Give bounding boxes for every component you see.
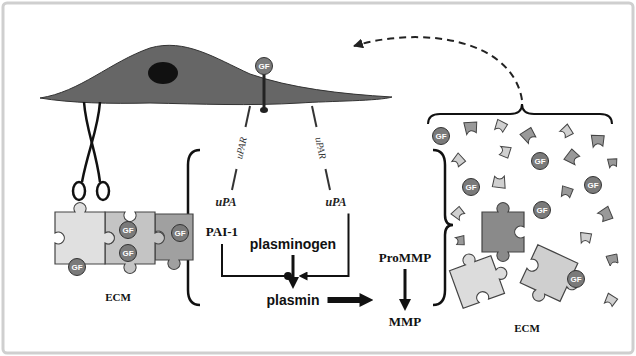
upar-stalk xyxy=(326,169,331,190)
enzyme-label: uPA xyxy=(213,194,239,211)
node-text: GF xyxy=(258,62,269,71)
ecm-fragment xyxy=(450,206,466,222)
node-text: GF xyxy=(570,275,581,284)
node-text: plasminogen xyxy=(250,236,336,252)
growth-factor: GF xyxy=(171,224,189,242)
inhibitor-label: PAI-1 xyxy=(204,223,241,241)
ecm-fragment xyxy=(577,230,592,245)
node-text: PAI-1 xyxy=(206,224,238,240)
ecm-fragment xyxy=(462,120,478,136)
node-text: MMP xyxy=(389,314,421,330)
zymogen-label: ProMMP xyxy=(377,249,434,267)
ecm-fragment xyxy=(606,157,618,169)
ecm-fragment xyxy=(602,292,619,309)
receptor xyxy=(263,74,266,111)
upar-stalk xyxy=(232,169,237,190)
growth-factor: GF xyxy=(432,127,450,145)
ecm-puzzle-piece xyxy=(446,244,513,309)
ecm-fragment xyxy=(492,118,509,135)
nucleus xyxy=(148,62,178,84)
growth-factor: GF xyxy=(255,57,273,75)
node-text: GF xyxy=(587,181,598,190)
upar-stalk xyxy=(312,106,317,127)
node-text: plasmin xyxy=(267,292,320,308)
frame xyxy=(3,3,633,353)
node-text: GF xyxy=(465,183,476,192)
growth-factor: GF xyxy=(584,176,602,194)
node-text: uPA xyxy=(325,195,346,210)
ecm-fragment xyxy=(562,148,582,168)
ecm-fragment xyxy=(454,234,466,246)
ecm-puzzle-piece xyxy=(55,203,114,264)
zymogen-label: plasminogen xyxy=(248,235,339,253)
growth-factor: GF xyxy=(567,270,585,288)
ecm-fragment xyxy=(588,132,605,149)
reaction-arrow xyxy=(404,269,407,305)
growth-factor: GF xyxy=(119,221,137,239)
region-label: ECM xyxy=(514,322,540,334)
inhibition-dot xyxy=(284,272,292,280)
node-text: GF xyxy=(534,157,545,166)
growth-factor: GF xyxy=(531,152,549,170)
scissors xyxy=(73,102,109,200)
ecm-puzzle-piece xyxy=(105,212,164,273)
node-text: uPA xyxy=(215,195,236,210)
ecm-fragment xyxy=(558,123,573,138)
ecm-puzzle-piece xyxy=(516,245,586,314)
ecm-fragment xyxy=(491,173,509,191)
node-text: ProMMP xyxy=(379,250,431,266)
ecm-fragment xyxy=(606,254,618,266)
upar-stalk xyxy=(246,106,251,127)
region-label: ECM xyxy=(105,291,131,303)
cell-body xyxy=(40,45,392,104)
growth-factor: GF xyxy=(533,201,551,219)
ecm-fragment xyxy=(519,127,537,145)
bracket xyxy=(433,150,453,305)
growth-factor: GF xyxy=(68,258,86,276)
receptor-foot xyxy=(260,107,268,113)
ecm-puzzle-piece xyxy=(482,203,524,262)
receptor-label: uPAR xyxy=(233,136,249,160)
growth-factor: GF xyxy=(119,244,137,262)
protease-label: MMP xyxy=(387,313,424,331)
node-text: GF xyxy=(71,263,82,272)
node-text: GF xyxy=(174,229,185,238)
node-text: GF xyxy=(122,249,133,258)
bracket xyxy=(428,104,612,124)
feedback-arrow xyxy=(354,37,522,100)
node-text: GF xyxy=(122,226,133,235)
ecm-fragment xyxy=(597,206,613,222)
thick-arrow xyxy=(328,297,366,303)
ecm-fragment xyxy=(497,143,513,159)
ecm-fragment xyxy=(558,184,574,200)
enzyme-label: uPA xyxy=(323,194,349,211)
reaction-arrow xyxy=(292,255,295,283)
protease-label: plasmin xyxy=(265,291,322,309)
node-text: GF xyxy=(435,132,446,141)
growth-factor: GF xyxy=(462,178,480,196)
node-text: GF xyxy=(536,206,547,215)
ecm-fragment xyxy=(450,152,466,168)
receptor-label: uPAR xyxy=(313,136,328,160)
